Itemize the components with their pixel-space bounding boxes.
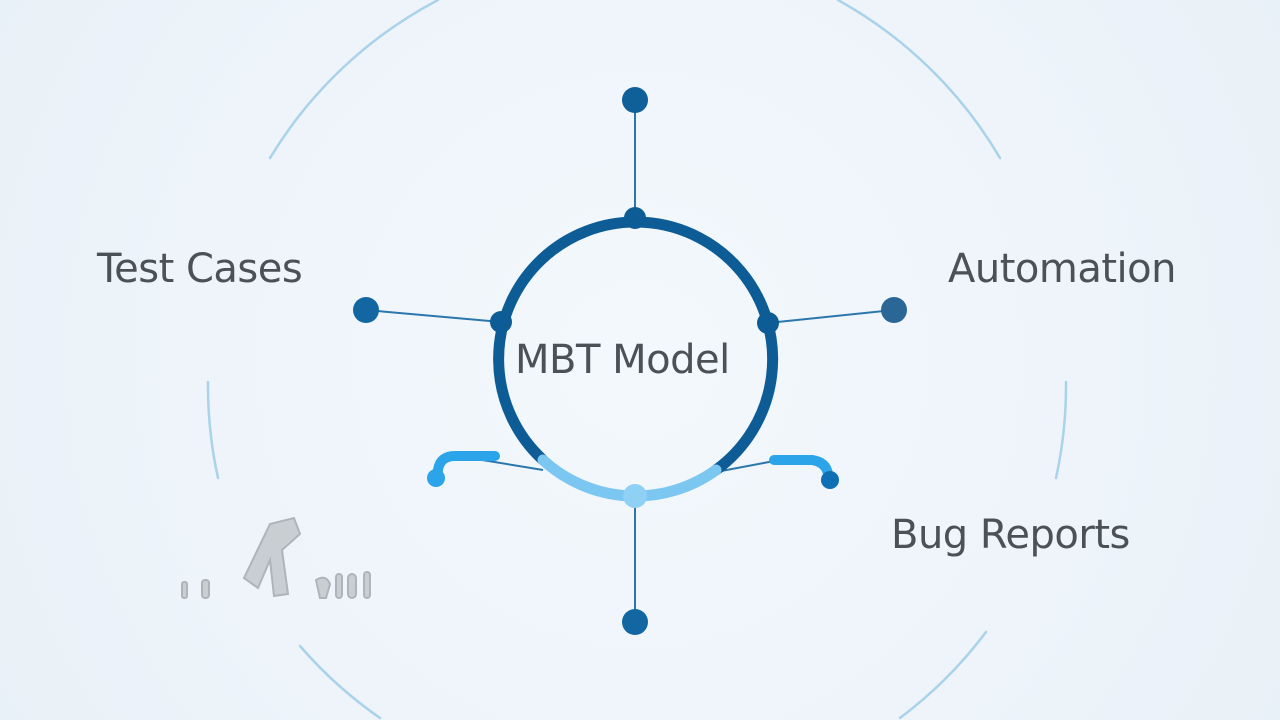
connector-left [365,309,502,323]
center-label: MBT Model [515,337,730,383]
bracket-left-icon [431,451,500,483]
outer-ring-arc-right [1054,380,1068,480]
node-dot-left [353,297,379,323]
node-label-bug-reports: Bug Reports [891,512,1130,558]
node-label-automation: Automation [948,246,1176,292]
node-dot-lower-left [427,469,445,487]
junction-top [624,207,646,229]
outer-ring-arc-left [206,380,220,480]
outer-ring [206,0,1068,720]
node-dot-bottom [622,609,648,635]
node-dot-right [881,297,907,323]
junction-left [490,311,512,333]
node-dot-lower-right [821,471,839,489]
outer-ring-arc-bottom-right [898,630,988,720]
junction-right [757,312,779,334]
faded-scribble-icon [181,516,371,599]
outer-ring-arc-top-right [836,0,1002,160]
ring-junctions [490,207,779,508]
node-dot-top [622,87,648,113]
node-label-test-cases: Test Cases [97,246,303,292]
outer-ring-arc-bottom-left [298,644,382,720]
junction-bottom [623,484,647,508]
connector-right [767,309,895,324]
outer-nodes [353,87,907,635]
outer-ring-arc-top-left [268,0,440,160]
